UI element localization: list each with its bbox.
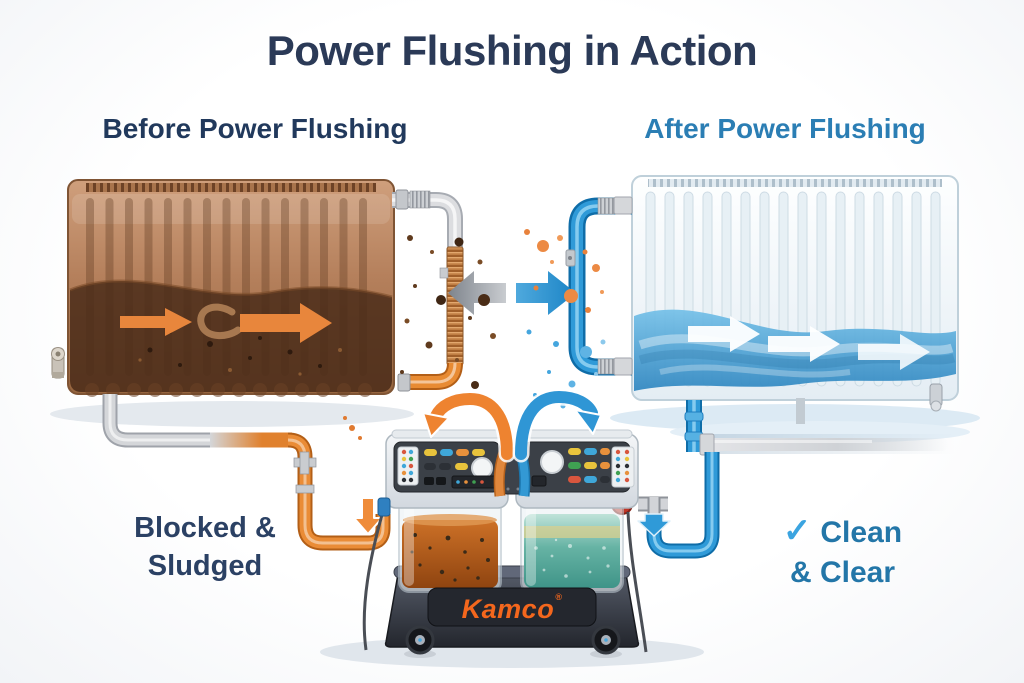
before-heading-prefix: Before	[102, 113, 192, 144]
sludge-flow-arrow-icon	[120, 308, 192, 336]
caption-line: Sludged	[147, 549, 263, 582]
caption-line: & Clear	[789, 555, 896, 589]
blue-right-arrow-icon	[516, 271, 576, 315]
control-unit-right	[515, 429, 639, 509]
down-flow-arrow-icon	[353, 497, 383, 535]
clean-radiator	[631, 175, 959, 424]
check-icon: ✓	[782, 512, 812, 550]
brand-plate	[427, 587, 597, 627]
blocked-sludged-caption: Blocked & Sludged	[85, 510, 325, 585]
down-flow-arrow-icon	[637, 513, 671, 537]
pipe-bracket	[565, 249, 576, 267]
water-flow-arrow-icon	[858, 334, 930, 370]
gray-left-arrow-icon	[448, 271, 506, 315]
radiator-grille	[86, 183, 376, 192]
before-heading: Before Power Flushing	[55, 112, 455, 146]
clean-pipes	[565, 196, 955, 559]
power-cable	[626, 511, 648, 653]
orange-splash-dots	[343, 416, 362, 440]
before-heading-bold: Power Flushing	[199, 113, 408, 144]
dirty-tank	[398, 495, 502, 593]
caption-line: Blocked &	[134, 512, 276, 544]
water-flow-arrow-icon	[688, 316, 760, 352]
radiator-foot	[796, 383, 943, 424]
page-title: Power Flushing in Action	[266, 27, 758, 74]
machine-wheel	[404, 625, 436, 658]
brand-logo: Kamco®	[428, 593, 596, 625]
trademark-symbol: ®	[555, 592, 563, 602]
clean-tank	[520, 495, 624, 593]
return-flow-arrow-orange	[422, 390, 516, 463]
power-cable	[362, 507, 386, 651]
ribbed-copper-pipe	[446, 246, 464, 366]
caption-line: Clean	[820, 516, 903, 549]
power-flush-machine	[362, 388, 648, 658]
machine-wheel	[590, 625, 622, 658]
inlet-port	[377, 497, 391, 517]
debris-particles	[400, 235, 496, 389]
dirty-radiator	[51, 179, 395, 397]
swirl-arrow-icon	[197, 303, 242, 339]
brand-name: Kamco	[461, 594, 555, 624]
sludge-flow-arrow-icon	[240, 303, 332, 343]
dirty-pipes	[102, 189, 464, 551]
pipe-fittings	[293, 451, 317, 494]
clean-clear-caption: ✓Clean & Clear	[735, 510, 950, 592]
exchange-arrows	[448, 271, 576, 315]
radiator-valve	[51, 347, 65, 379]
control-unit-left	[385, 429, 509, 509]
return-flow-arrow-blue	[512, 388, 602, 463]
water-flow-arrow-icon	[768, 326, 840, 362]
radiator-bottom-scallop	[85, 383, 372, 397]
after-heading: After Power Flushing	[644, 113, 926, 144]
radiator-grille	[648, 179, 942, 187]
